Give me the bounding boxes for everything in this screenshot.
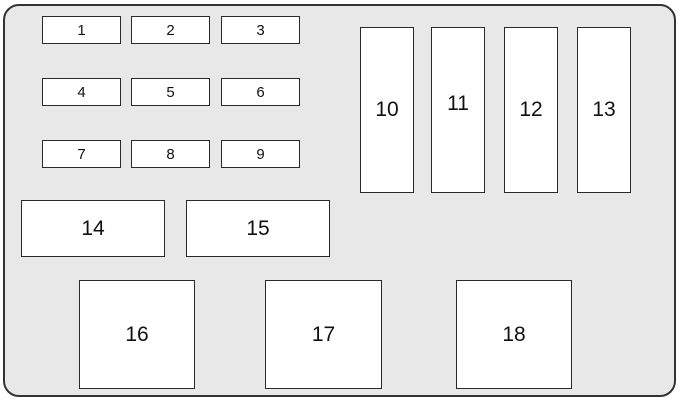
relay-11-label: 11 — [447, 92, 469, 115]
fuse-2-label: 2 — [166, 21, 175, 39]
relay-14-label: 14 — [81, 216, 105, 240]
relay-14: 14 — [21, 200, 165, 257]
relay-13: 13 — [577, 27, 631, 193]
relay-12: 12 — [504, 27, 558, 193]
fuse-3: 3 — [221, 16, 300, 44]
fuse-8-label: 8 — [166, 145, 175, 163]
fuse-4-label: 4 — [77, 83, 86, 101]
relay-11: 11 — [431, 27, 485, 193]
fuse-1-label: 1 — [77, 21, 86, 39]
relay-18-label: 18 — [502, 322, 526, 346]
fuse-7: 7 — [42, 140, 121, 168]
fuse-5: 5 — [131, 78, 210, 106]
fuse-1: 1 — [42, 16, 121, 44]
relay-16: 16 — [79, 280, 195, 389]
fuse-9-label: 9 — [256, 145, 265, 163]
relay-12-label: 12 — [519, 98, 543, 121]
relay-13-label: 13 — [592, 98, 616, 121]
relay-10-label: 10 — [375, 98, 399, 121]
relay-17: 17 — [265, 280, 382, 389]
relay-16-label: 16 — [125, 322, 149, 346]
fuse-7-label: 7 — [77, 145, 86, 163]
fuse-2: 2 — [131, 16, 210, 44]
fuse-8: 8 — [131, 140, 210, 168]
fuse-4: 4 — [42, 78, 121, 106]
relay-17-label: 17 — [311, 322, 336, 346]
relay-15: 15 — [186, 200, 330, 257]
fuse-6: 6 — [221, 78, 300, 106]
fuse-5-label: 5 — [166, 83, 175, 101]
relay-18: 18 — [456, 280, 572, 389]
relay-10: 10 — [360, 27, 414, 193]
fuse-6-label: 6 — [256, 83, 265, 101]
fuse-9: 9 — [221, 140, 300, 168]
fuse-3-label: 3 — [256, 21, 265, 39]
relay-15-label: 15 — [246, 216, 270, 240]
